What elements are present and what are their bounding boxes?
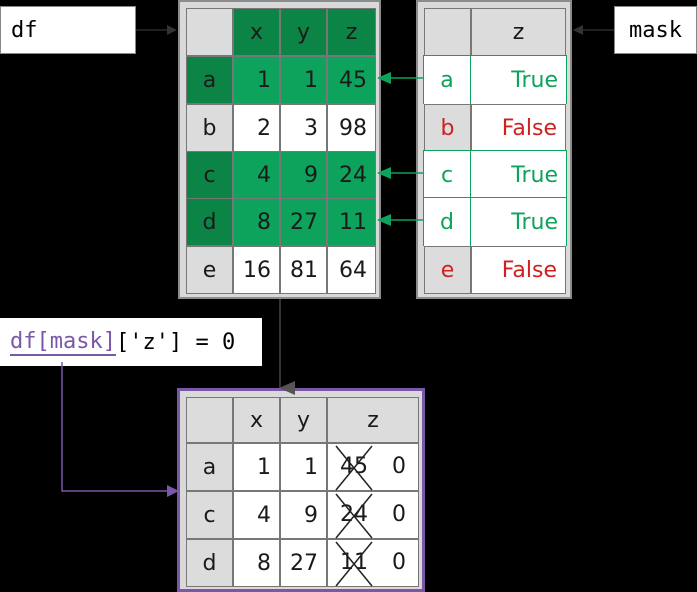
df-label: df [0, 6, 136, 54]
df-cell-b-y: 3 [280, 104, 327, 152]
df-index-b: b [186, 104, 233, 152]
df-index-d: d [186, 198, 233, 246]
mask-value-b: False [471, 104, 566, 152]
df-cell-e-x: 16 [233, 246, 280, 294]
df-cell-a-z: 45 [327, 56, 376, 104]
result-cell-a-z: 45 0 [327, 443, 419, 491]
mask-index-b: b [424, 104, 471, 152]
df-index-a: a [186, 56, 233, 104]
df-cell-d-y: 27 [280, 198, 327, 246]
df-col-header-z: z [327, 8, 376, 56]
df-cell-e-z: 64 [327, 246, 376, 294]
result-cell-a-x: 1 [233, 443, 280, 491]
df-cell-e-y: 81 [280, 246, 327, 294]
df-cell-a-x: 1 [233, 56, 280, 104]
result-cell-c-y: 9 [280, 491, 327, 539]
result-new-z-c: 0 [392, 502, 406, 527]
expression-mask: [mask] [36, 328, 116, 356]
strike-x-icon [335, 445, 373, 491]
df-col-header-x: x [233, 8, 280, 56]
result-index-d: d [186, 539, 233, 587]
result-corner-cell [186, 397, 233, 443]
df-cell-d-z: 11 [327, 198, 376, 246]
df-cell-d-x: 8 [233, 198, 280, 246]
df-cell-c-z: 24 [327, 151, 376, 199]
result-col-header-x: x [233, 397, 280, 443]
result-cell-a-y: 1 [280, 443, 327, 491]
strike-x-icon [335, 541, 373, 587]
df-cell-a-y: 1 [280, 56, 327, 104]
result-cell-c-z: 24 0 [327, 491, 419, 539]
df-index-c: c [186, 151, 233, 199]
mask-value-c: True [471, 151, 566, 199]
expression-df: df [10, 328, 37, 356]
mask-label: mask [614, 6, 697, 54]
mask-index-c: c [424, 151, 471, 199]
result-new-z-a: 0 [392, 454, 406, 479]
mask-corner-cell [424, 8, 471, 56]
result-col-header-y: y [280, 397, 327, 443]
mask-index-d: d [424, 198, 471, 246]
expression-rest: ['z'] = 0 [115, 329, 236, 355]
result-cell-d-y: 27 [280, 539, 327, 587]
df-label-text: df [11, 17, 38, 43]
result-new-z-d: 0 [392, 550, 406, 575]
result-cell-d-x: 8 [233, 539, 280, 587]
df-cell-b-x: 2 [233, 104, 280, 152]
mask-index-e: e [424, 246, 471, 294]
result-old-z-a: 45 [340, 454, 368, 479]
result-cell-d-z: 11 0 [327, 539, 419, 587]
result-old-z-c: 24 [340, 502, 368, 527]
result-old-z-d: 11 [340, 550, 368, 575]
df-col-header-y: y [280, 8, 327, 56]
df-index-e: e [186, 246, 233, 294]
mask-value-d: True [471, 198, 566, 246]
df-corner-cell [186, 8, 233, 56]
df-cell-c-x: 4 [233, 151, 280, 199]
df-cell-b-z: 98 [327, 104, 376, 152]
mask-value-e: False [471, 246, 566, 294]
result-col-header-z: z [327, 397, 419, 443]
result-index-a: a [186, 443, 233, 491]
strike-x-icon [335, 493, 373, 539]
mask-index-a: a [424, 56, 471, 104]
expression-arrow [61, 362, 179, 497]
mask-value-a: True [471, 56, 566, 104]
result-index-c: c [186, 491, 233, 539]
expression-label: df[mask]['z'] = 0 [0, 318, 262, 366]
result-cell-c-x: 4 [233, 491, 280, 539]
mask-label-text: mask [629, 17, 682, 43]
